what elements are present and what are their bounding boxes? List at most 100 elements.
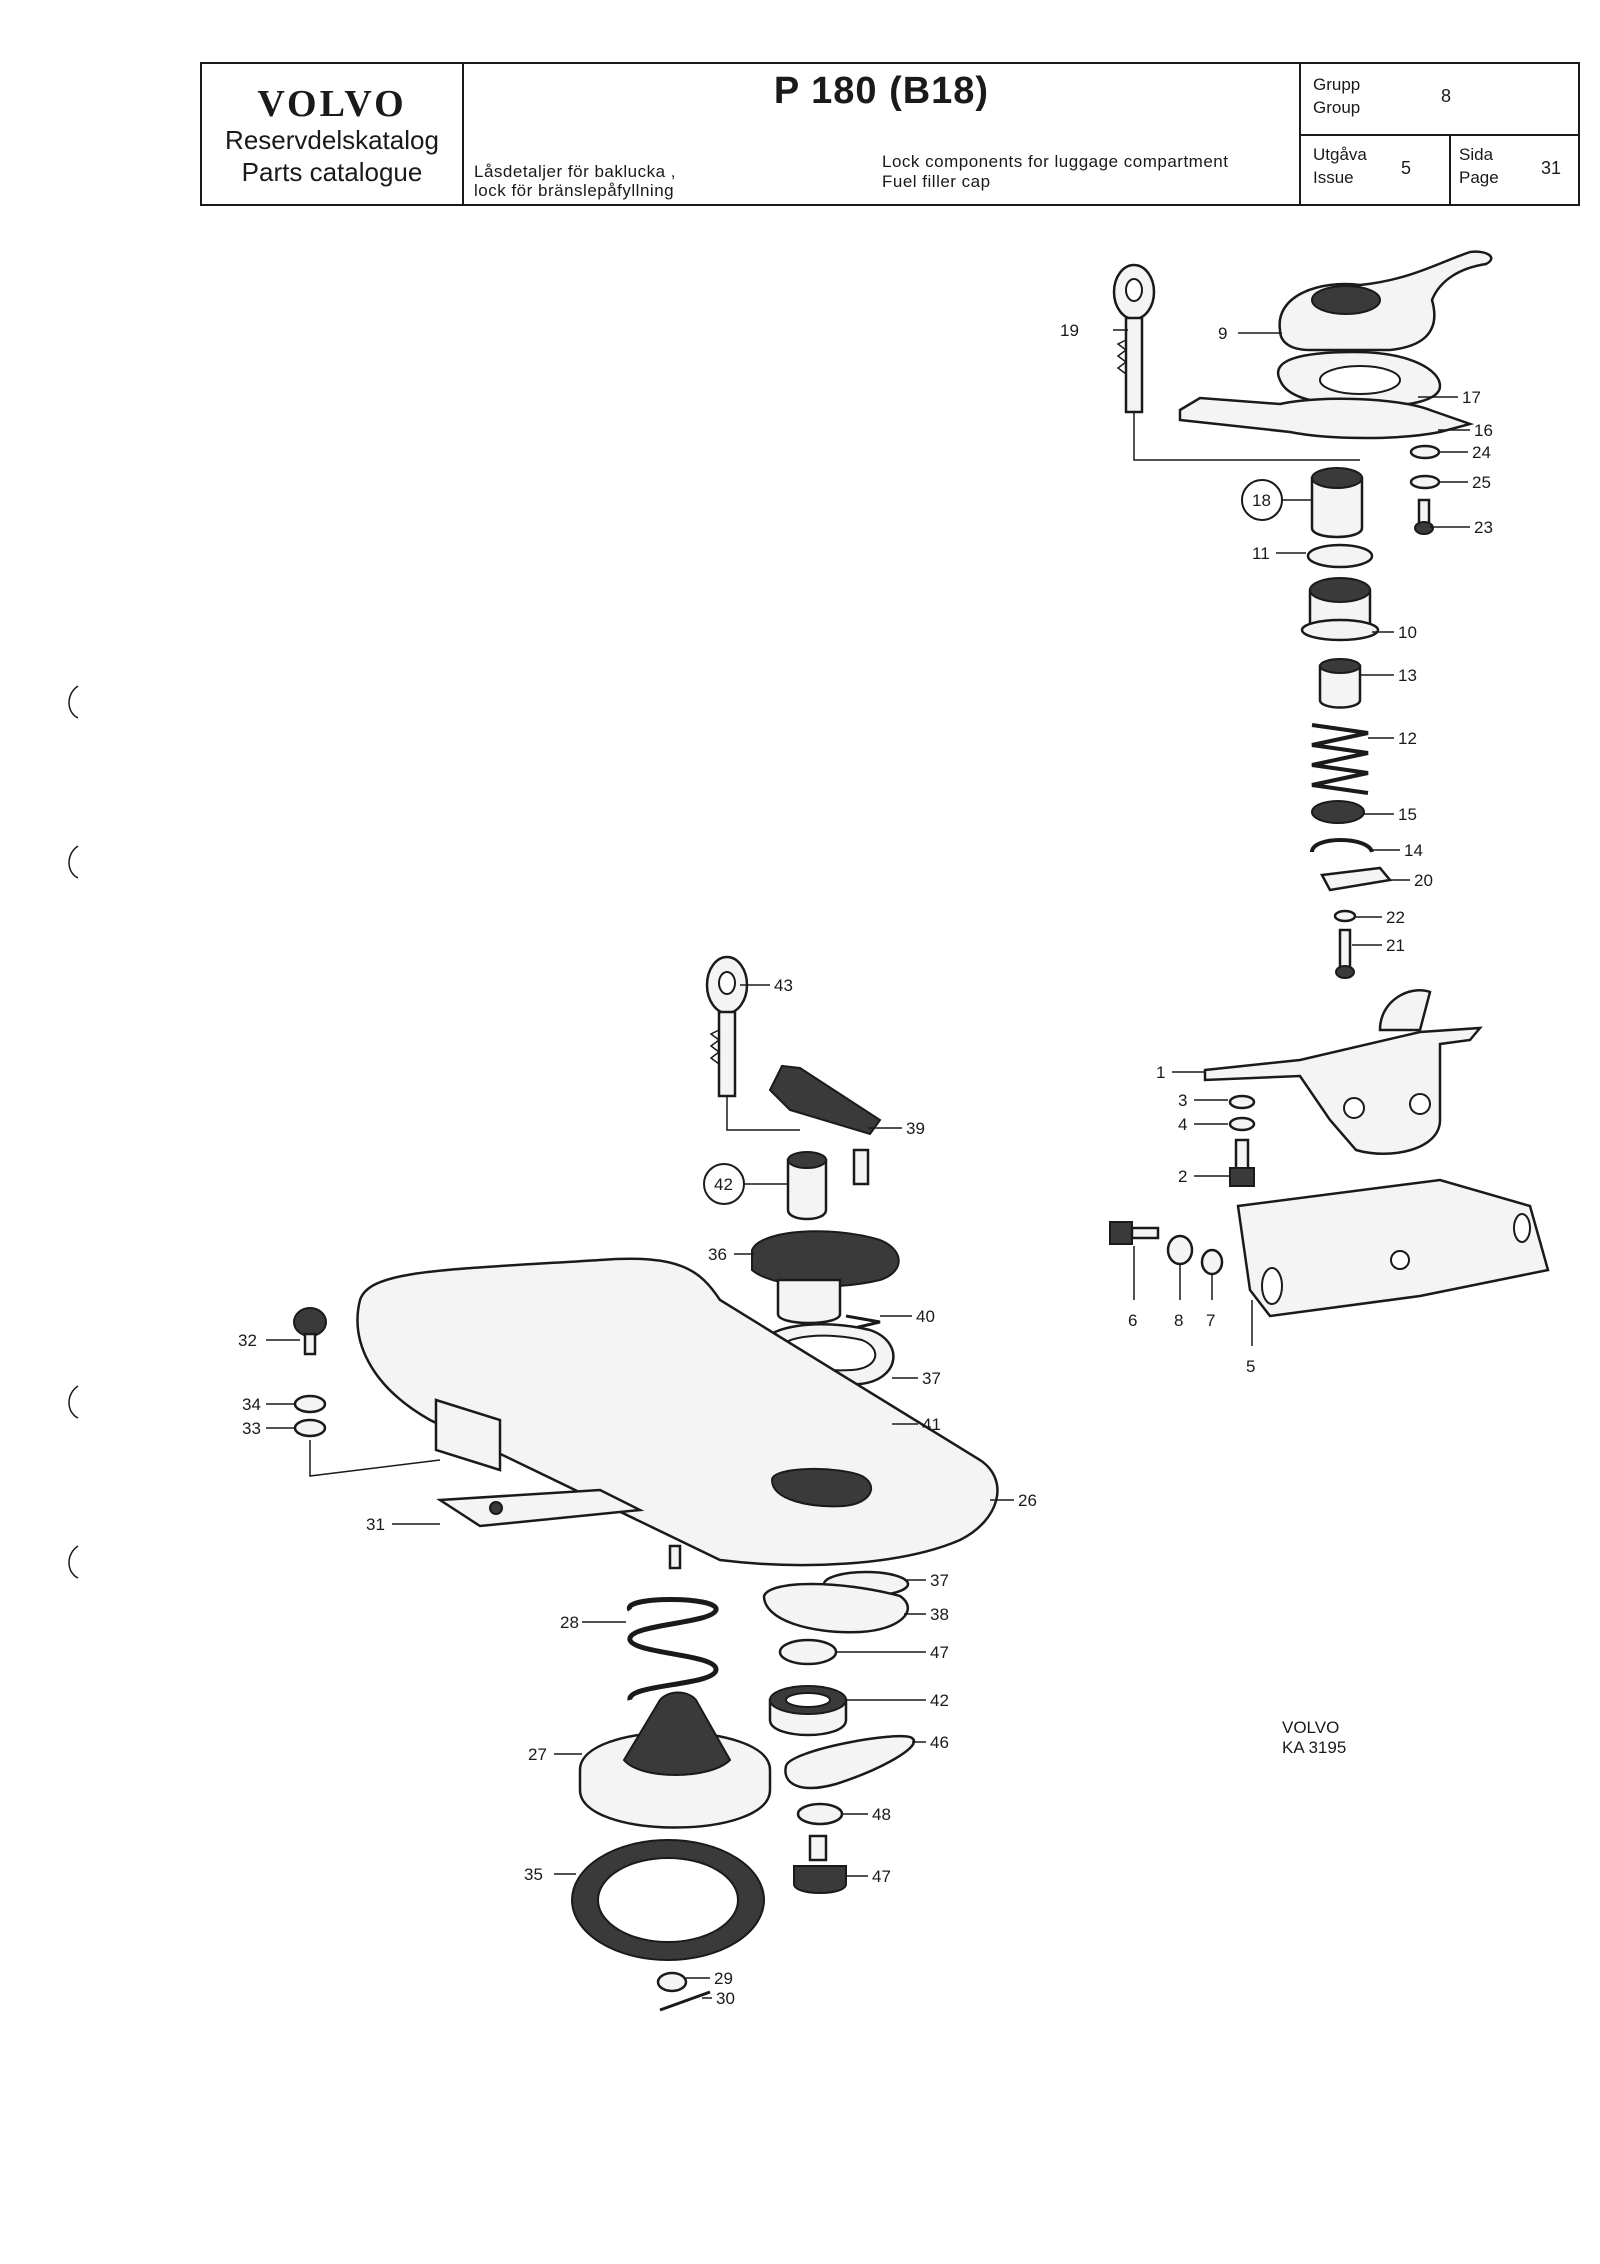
volvo-logo: VOLVO [257, 83, 407, 125]
callout-39: 39 [906, 1119, 925, 1138]
callout-16: 16 [1474, 421, 1493, 440]
part-washer-33 [293, 1418, 327, 1438]
callout-12: 12 [1398, 729, 1417, 748]
part-washer-4 [1228, 1116, 1256, 1132]
callout-20: 20 [1414, 871, 1433, 890]
callout-1: 1 [1156, 1063, 1165, 1082]
callout-10: 10 [1398, 623, 1417, 642]
part-circlip-14 [1310, 838, 1374, 854]
figure-reference: VOLVO KA 3195 [1282, 1718, 1346, 1758]
callout-42: 42 [930, 1691, 949, 1710]
part-washer-7 [1200, 1248, 1224, 1276]
callout-4: 4 [1178, 1115, 1187, 1134]
brand-cell: VOLVO Reservdelskatalog Parts catalogue [202, 64, 464, 204]
part-handle-9 [1278, 250, 1493, 352]
part-nut-42 [768, 1685, 848, 1737]
callout-48: 48 [872, 1805, 891, 1824]
part-latch-1 [1203, 989, 1483, 1155]
model-title: P 180 (B18) [773, 70, 990, 112]
part-base-27 [578, 1691, 772, 1829]
part-washer-34 [293, 1394, 327, 1414]
part-bracket-5 [1236, 1178, 1550, 1318]
callout-9: 9 [1218, 324, 1227, 343]
figure-ref-brand: VOLVO [1282, 1718, 1340, 1737]
page-label-sv: Sida [1459, 145, 1494, 164]
part-bolt-2 [1229, 1138, 1255, 1187]
group-box: Grupp Group 8 [1301, 64, 1578, 136]
callout-45: 46 [930, 1733, 949, 1752]
part-bolt-6 [1109, 1221, 1160, 1245]
callout-23: 23 [1474, 518, 1493, 537]
part-washer-15 [1311, 800, 1365, 824]
callout-38: 38 [930, 1605, 949, 1624]
callout-18: 18 [1252, 491, 1271, 510]
callout-37: 37 [922, 1369, 941, 1388]
part-latch-handle-39 [768, 1064, 882, 1136]
page-box: Sida Page 31 [1449, 134, 1578, 204]
part-washer-29 [656, 1971, 688, 1993]
catalog-title-sv: Reservdelskatalog [225, 125, 439, 155]
callout-44: 43 [774, 976, 793, 995]
part-lock-cylinder-18 [1241, 467, 1364, 539]
callout-19: 19 [1060, 321, 1079, 340]
callout-2: 2 [1178, 1167, 1187, 1186]
part-ring-46 [778, 1638, 838, 1666]
part-housing-36 [751, 1230, 900, 1325]
page-value: 31 [1541, 158, 1562, 178]
catalog-title-en: Parts catalogue [241, 157, 423, 187]
part-pin-39 [852, 1148, 870, 1186]
part-plate-16 [1178, 396, 1475, 440]
part-washer-48 [796, 1802, 844, 1826]
callout-5: 5 [1246, 1357, 1255, 1376]
callout-46: 47 [930, 1643, 949, 1662]
callout-37-lower: 37 [930, 1571, 949, 1590]
group-label-en: Group [1313, 98, 1361, 117]
description-en-2: Fuel filler cap [882, 172, 991, 191]
callout-27: 27 [528, 1745, 547, 1764]
part-seal-ring-35 [571, 1839, 765, 1961]
callout-41: 41 [922, 1415, 941, 1434]
issue-label-sv: Utgåva [1313, 145, 1367, 164]
callout-6: 6 [1128, 1311, 1137, 1330]
catalog-header: VOLVO Reservdelskatalog Parts catalogue … [200, 62, 1580, 206]
part-washer-25 [1409, 474, 1441, 490]
part-washer-3 [1228, 1094, 1256, 1110]
callout-33: 33 [242, 1419, 261, 1438]
part-spring-12 [1311, 723, 1369, 795]
callout-17: 17 [1462, 388, 1481, 407]
figure-ref-code: KA 3195 [1282, 1738, 1347, 1757]
issue-box: Utgåva Issue 5 [1301, 134, 1451, 204]
callout-13: 13 [1398, 666, 1417, 685]
callout-29: 29 [714, 1969, 733, 1988]
callout-14: 14 [1404, 841, 1423, 860]
callout-28: 28 [560, 1613, 579, 1632]
part-screw-23 [1414, 498, 1434, 535]
callout-3: 3 [1178, 1091, 1187, 1110]
description-sv-2: lock för bränslepåfyllning [474, 181, 675, 200]
part-screw-32 [293, 1307, 327, 1356]
callout-15: 15 [1398, 805, 1417, 824]
part-screw-21 [1335, 928, 1355, 979]
reference-cell: Grupp Group 8 Utgåva Issue 5 Sida Page 3… [1301, 64, 1578, 204]
part-cotter-pin-30 [659, 1990, 711, 2012]
callout-31: 31 [366, 1515, 385, 1534]
description-cell: P 180 (B18) Låsdetaljer för baklucka , l… [464, 64, 1301, 204]
part-pin [668, 1544, 682, 1570]
description-en-1: Lock components for luggage compartment [882, 152, 1229, 171]
group-value: 8 [1441, 86, 1452, 106]
part-washer-22 [1333, 909, 1357, 923]
part-spring-28 [627, 1597, 719, 1701]
callout-11: 11 [1252, 544, 1270, 563]
part-plate-38 [762, 1582, 909, 1634]
callout-21: 21 [1386, 936, 1405, 955]
part-ring-11 [1306, 543, 1374, 569]
part-screw-47 [793, 1834, 847, 1894]
part-bushing-13 [1318, 658, 1362, 709]
callout-7: 7 [1206, 1311, 1215, 1330]
callout-22: 22 [1386, 908, 1405, 927]
part-washer-8 [1166, 1234, 1194, 1266]
description-sv-1: Låsdetaljer för baklucka , [474, 162, 676, 181]
callout-35: 35 [524, 1865, 543, 1884]
issue-label-en: Issue [1313, 168, 1354, 187]
